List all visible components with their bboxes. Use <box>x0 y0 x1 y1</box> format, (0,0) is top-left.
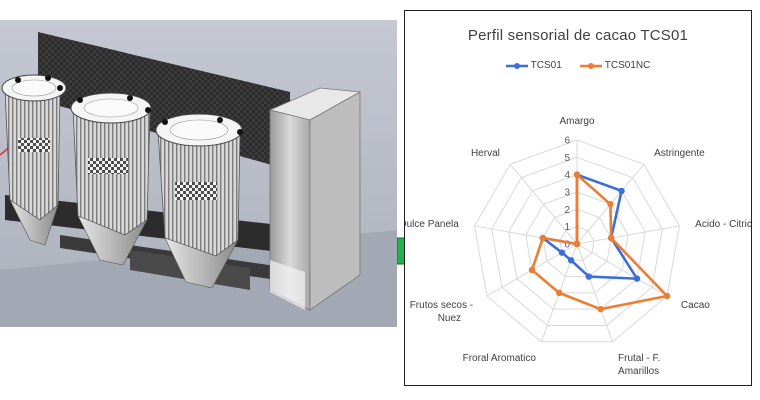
axis-label-amargo: Amargo <box>559 116 594 127</box>
data-point-tcs01nc-cacao <box>663 292 671 300</box>
axis-label-froral-aromatico: Froral Aromatico <box>463 353 537 364</box>
chart-title: Perfil sensorial de cacao TCS01 <box>467 27 689 44</box>
axis-label-frutal-f-amarillos: Frutal - F.Amarillos <box>618 353 660 377</box>
tick-label-1: 1 <box>564 222 570 233</box>
grid-ring-2 <box>542 208 612 278</box>
grid-spoke-3 <box>576 225 680 245</box>
tick-label-3: 3 <box>564 188 570 199</box>
data-point-tcs01nc-dulce-panela <box>539 234 547 242</box>
axis-label-dulce-panela: Dulce Panela <box>405 219 459 230</box>
data-point-tcs01-astringente <box>618 187 625 195</box>
data-point-tcs01-frutal-f-amarillos <box>585 273 593 280</box>
grid-ring-3 <box>525 191 629 294</box>
grid-ring-5 <box>491 156 663 326</box>
tick-label-5: 5 <box>564 153 570 164</box>
grid-spoke-9 <box>509 164 578 245</box>
tick-label-4: 4 <box>564 170 570 181</box>
axis-label-cacao: Cacao <box>681 300 710 311</box>
data-point-tcs01nc-frutal-f-amarillos <box>597 305 604 313</box>
grid-ring-4 <box>508 174 646 310</box>
axis-label-acido-citrico: Acido - Citrico <box>695 219 751 230</box>
series-line-tcs01nc <box>530 173 669 311</box>
legend-item-tcs01nc: TCS01NC <box>579 60 651 71</box>
data-point-tcs01nc-froral-aromatico <box>556 289 563 297</box>
legend-label-tcs01nc: TCS01NC <box>604 60 651 71</box>
legend-swatch-tcs01nc <box>579 62 602 69</box>
data-point-tcs01nc-amargo <box>573 171 581 178</box>
tick-label-0: 0 <box>564 240 570 251</box>
axis-label-astringente: Astringente <box>654 148 705 159</box>
data-point-tcs01-froral-aromatico <box>567 257 575 264</box>
chart-legend: TCS01 TCS01NC <box>405 60 751 71</box>
grid-ring-1 <box>559 226 595 261</box>
tick-label-2: 2 <box>564 205 570 216</box>
tick-label-6: 6 <box>564 136 570 147</box>
grid-ring-6 <box>474 139 680 343</box>
data-point-tcs01-cacao <box>633 275 641 282</box>
axis-label-frutos-secos-nuez: Frutos secos -Nuez <box>410 300 473 324</box>
data-point-tcs01nc-astringente <box>607 200 614 208</box>
data-point-tcs01nc-herval <box>573 240 581 248</box>
data-point-tcs01nc-acido-citrico <box>607 234 615 242</box>
axis-label-herval: Herval <box>471 148 500 159</box>
grid-spoke-5 <box>576 243 614 342</box>
legend-item-tcs01: TCS01 <box>505 60 562 71</box>
data-point-tcs01-frutos-secos-nuez <box>558 249 566 256</box>
data-point-tcs01nc-frutos-secos-nuez <box>528 266 536 274</box>
fermenter-rack-illustration <box>0 32 397 327</box>
legend-swatch-tcs01 <box>505 62 528 69</box>
fermentation-equipment-render <box>0 20 397 327</box>
legend-label-tcs01: TCS01 <box>530 60 562 71</box>
grid-spoke-4 <box>576 243 668 297</box>
